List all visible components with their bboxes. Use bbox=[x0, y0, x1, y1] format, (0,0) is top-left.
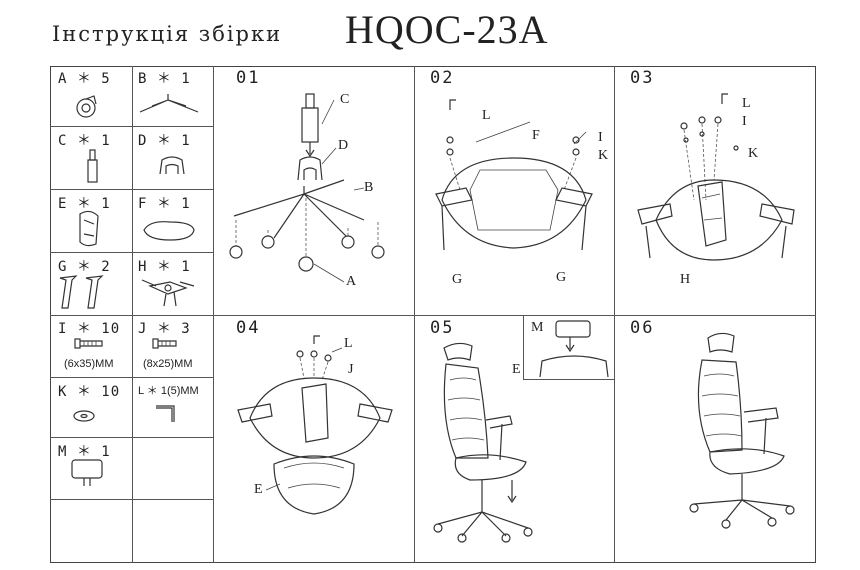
headrest-icon bbox=[71, 459, 103, 486]
callout-i: I bbox=[598, 130, 603, 145]
step-number-06: 06 bbox=[630, 318, 655, 338]
part-label-h: H ＊ 1 bbox=[138, 259, 191, 275]
part-label-g: G ＊ 2 bbox=[58, 259, 111, 275]
divider bbox=[50, 315, 213, 316]
step-number-02: 02 bbox=[430, 68, 455, 88]
header-subtitle: Інструкція збірки bbox=[52, 22, 283, 46]
callout-a: A bbox=[346, 274, 357, 289]
divider bbox=[414, 66, 415, 563]
callout-e: E bbox=[512, 362, 521, 377]
callout-l: L bbox=[482, 108, 491, 123]
divider bbox=[50, 499, 213, 500]
mechanism-icon bbox=[141, 279, 195, 307]
header-model: HQOC-23A bbox=[345, 7, 549, 52]
step-number-01: 01 bbox=[236, 68, 261, 88]
caster-icon bbox=[76, 95, 97, 118]
part-label-k: K ＊ 10 bbox=[58, 384, 121, 400]
part-label-c: C ＊ 1 bbox=[58, 133, 111, 149]
divider bbox=[213, 315, 816, 316]
callout-j: J bbox=[348, 362, 354, 377]
star-base-icon bbox=[139, 94, 199, 113]
divider bbox=[50, 189, 213, 190]
part-size-j: (8x25)MM bbox=[143, 358, 193, 370]
step-02-illustration bbox=[435, 99, 593, 251]
callout-f: F bbox=[532, 128, 540, 143]
step-number-04: 04 bbox=[236, 318, 261, 338]
callout-i: I bbox=[742, 114, 747, 129]
chair-icon bbox=[689, 332, 795, 529]
armrest-icon bbox=[59, 275, 104, 309]
callout-b: B bbox=[364, 180, 374, 195]
washer-icon bbox=[73, 410, 95, 422]
callout-e: E bbox=[254, 482, 263, 497]
part-label-f: F ＊ 1 bbox=[138, 196, 191, 212]
divider bbox=[50, 126, 213, 127]
bolt-icon bbox=[74, 338, 103, 349]
callout-k: K bbox=[748, 146, 759, 161]
cover-icon bbox=[159, 156, 185, 175]
part-label-j: J ＊ 3 bbox=[138, 321, 191, 337]
backrest-frame-icon bbox=[79, 210, 99, 247]
callout-c: C bbox=[340, 92, 350, 107]
part-size-i: (6x35)MM bbox=[64, 358, 114, 370]
callout-k: K bbox=[598, 148, 609, 163]
gas-lift-icon bbox=[87, 149, 98, 183]
callout-l: L bbox=[742, 96, 751, 111]
divider bbox=[50, 437, 213, 438]
part-label-i: I ＊ 10 bbox=[58, 321, 121, 337]
divider bbox=[132, 66, 133, 563]
divider bbox=[213, 66, 214, 563]
chair-icon bbox=[433, 342, 533, 543]
callout-m: M bbox=[531, 320, 544, 335]
divider bbox=[50, 377, 213, 378]
part-label-l: L ＊ 1(5)MM bbox=[138, 385, 199, 397]
allen-key-icon bbox=[156, 405, 175, 422]
divider bbox=[50, 252, 213, 253]
step-number-03: 03 bbox=[630, 68, 655, 88]
seat-cushion-icon bbox=[143, 221, 195, 241]
step-05-inset-illustration bbox=[539, 320, 609, 378]
step-04-illustration bbox=[237, 335, 393, 515]
part-label-m: M ＊ 1 bbox=[58, 444, 111, 460]
part-label-d: D ＊ 1 bbox=[138, 133, 191, 149]
callout-g-right: G bbox=[556, 270, 567, 285]
callout-l: L bbox=[344, 336, 353, 351]
step-03-illustration bbox=[637, 93, 795, 261]
step-number-05: 05 bbox=[430, 318, 455, 338]
divider bbox=[614, 66, 615, 563]
inset-divider bbox=[523, 379, 614, 380]
step-01-illustration bbox=[229, 93, 385, 283]
bolt-icon bbox=[152, 338, 177, 349]
callout-d: D bbox=[338, 138, 349, 153]
callout-g-left: G bbox=[452, 272, 463, 287]
part-label-e: E ＊ 1 bbox=[58, 196, 111, 212]
part-label-b: B ＊ 1 bbox=[138, 71, 191, 87]
instruction-frame bbox=[50, 66, 816, 563]
inset-divider bbox=[523, 315, 524, 379]
part-label-a: A ＊ 5 bbox=[58, 71, 111, 87]
callout-h: H bbox=[680, 272, 691, 287]
